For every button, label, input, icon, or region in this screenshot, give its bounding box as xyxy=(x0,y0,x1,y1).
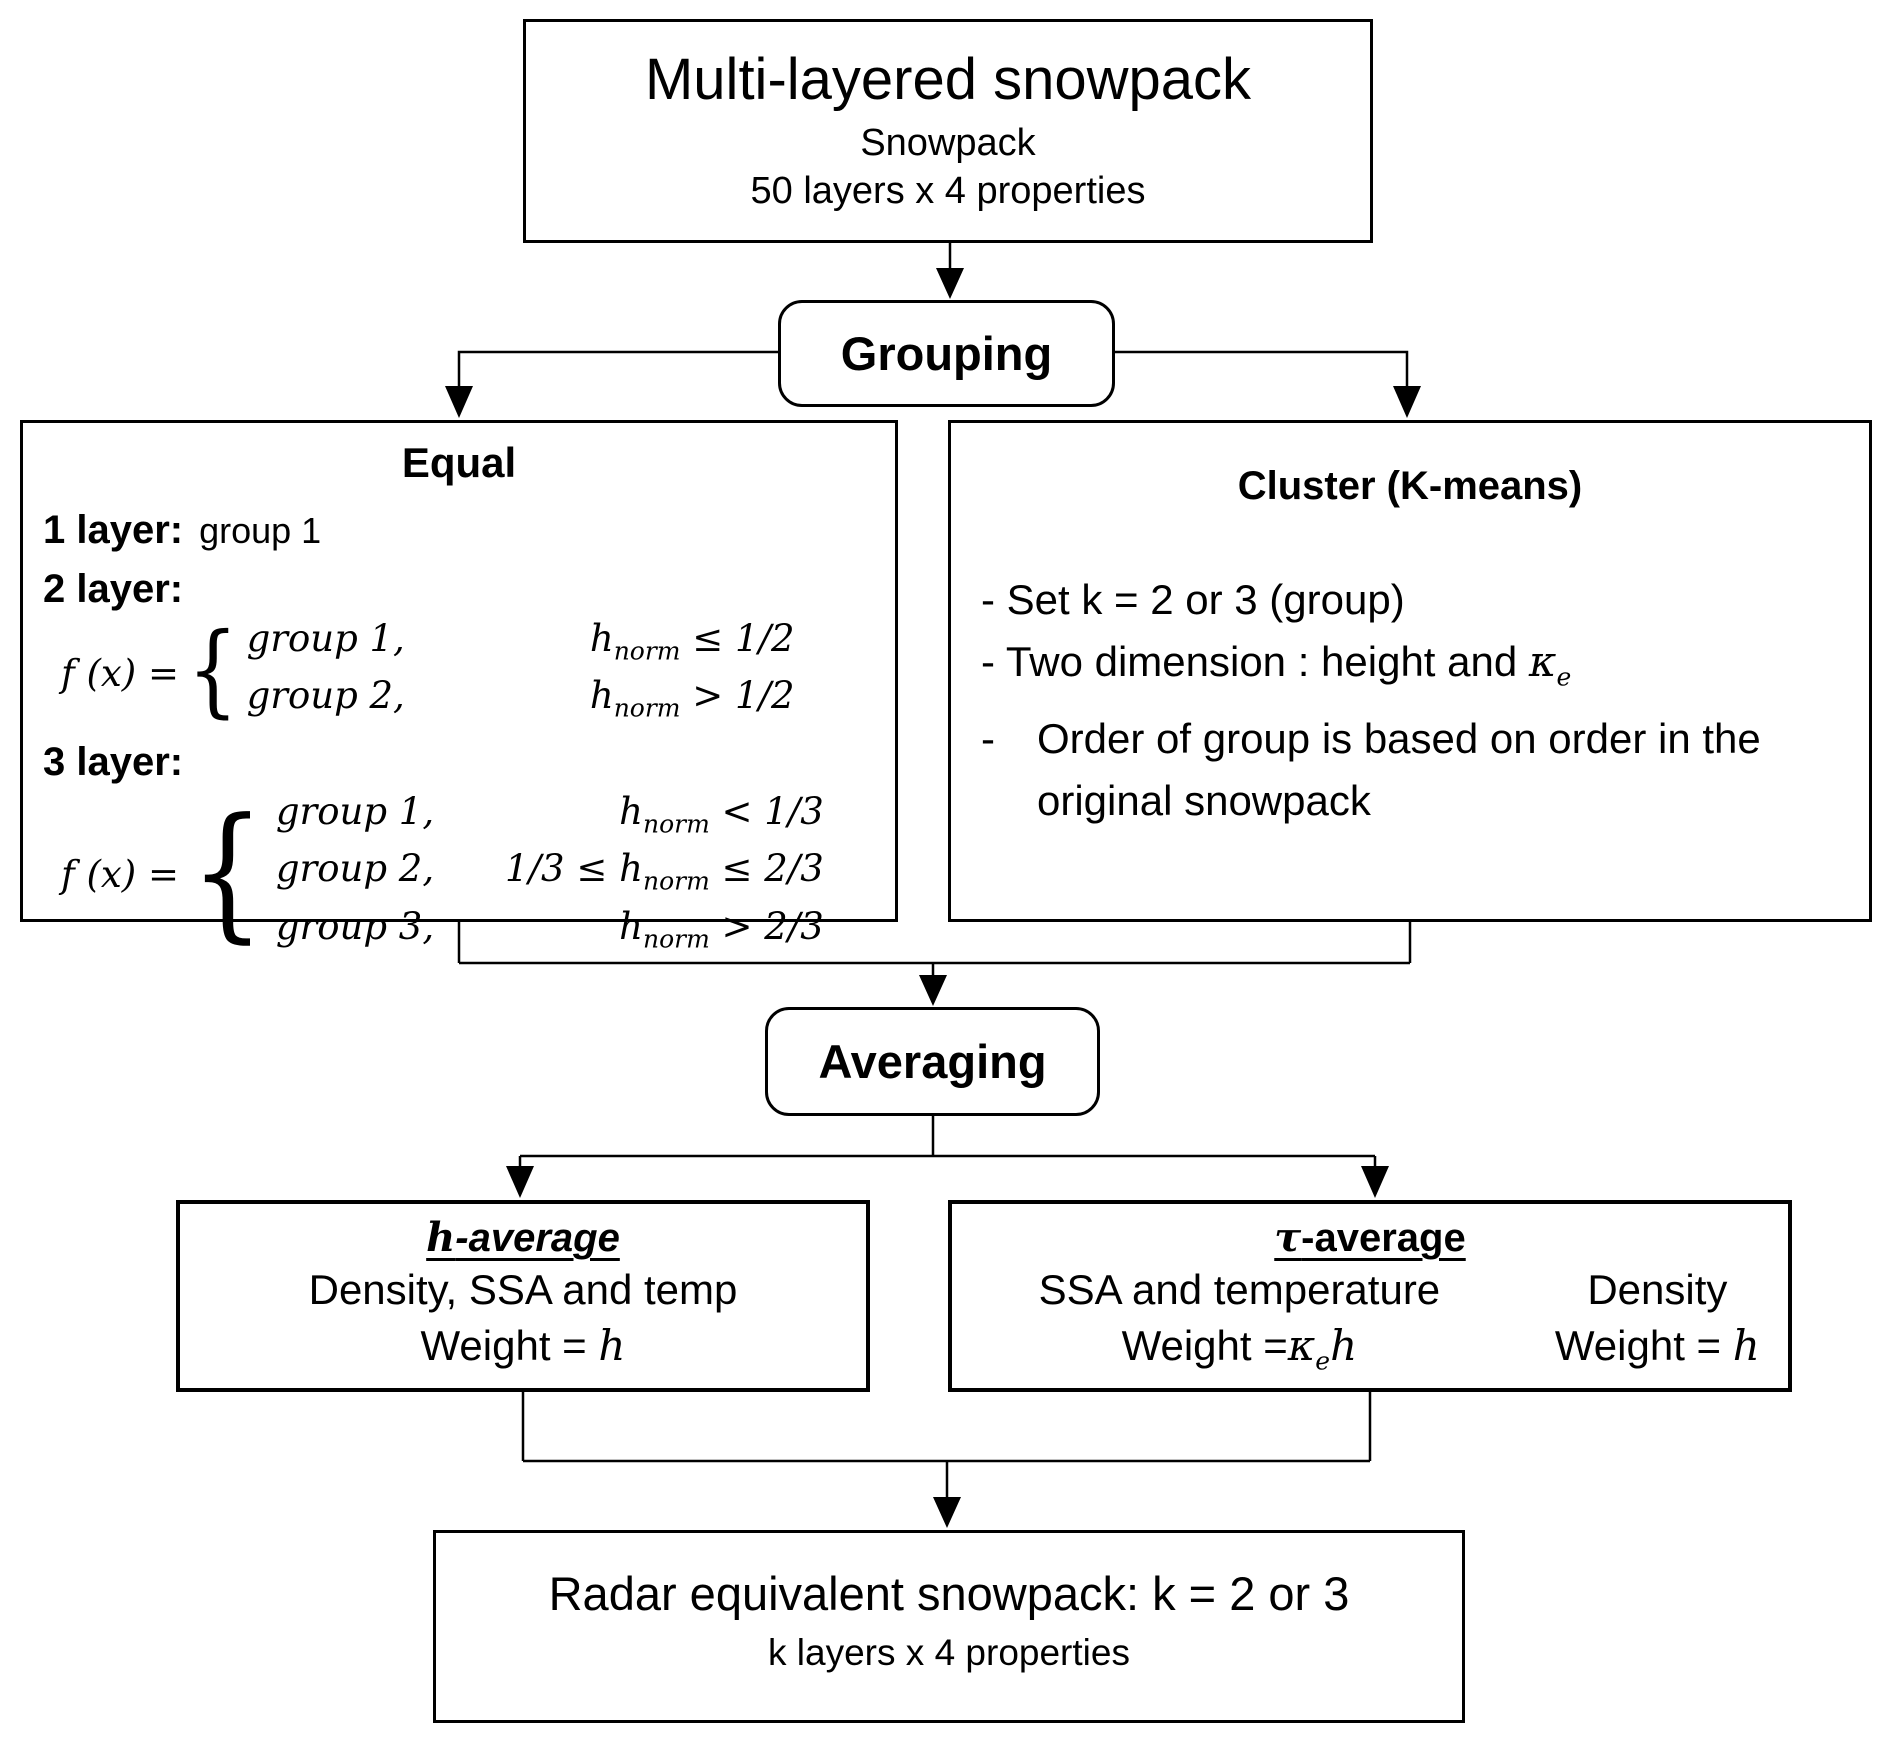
tau-col2-weight: Weight = h xyxy=(1554,1321,1760,1370)
case-group: group 1, xyxy=(246,617,405,660)
source-detail: 50 layers x 4 properties xyxy=(750,170,1146,212)
node-radar-equivalent-snowpack: Radar equivalent snowpack: k = 2 or 3 k … xyxy=(433,1530,1465,1723)
h-average-title: h-average xyxy=(426,1214,620,1261)
case-group: group 3, xyxy=(275,904,435,948)
result-subtitle: k layers x 4 properties xyxy=(768,1632,1130,1673)
equation-two-layer: f (x) = { group 1, hnorm ≤ 1/2 group 2, … xyxy=(61,616,895,731)
case-condition: hnorm > 1/2 xyxy=(589,674,795,723)
node-cluster-kmeans: Cluster (K-means) - Set k = 2 or 3 (grou… xyxy=(948,420,1872,922)
node-averaging: Averaging xyxy=(765,1007,1100,1116)
tau-col-ssa-temp: SSA and temperature Weight =κeh xyxy=(952,1262,1527,1389)
tau-col2-line1: Density xyxy=(1587,1266,1728,1313)
equal-title: Equal xyxy=(401,439,517,486)
node-h-average: h-average Density, SSA and temp Weight =… xyxy=(176,1200,870,1392)
connector-merge-to-averaging xyxy=(457,922,1412,1006)
three-layer-cases: group 1, hnorm < 1/3 group 2, 1/3 ≤ hnor… xyxy=(276,789,824,961)
connector-averaging-split xyxy=(506,1116,1389,1198)
connector-merge-to-result xyxy=(521,1392,1372,1528)
case-group: group 2, xyxy=(246,674,405,718)
node-grouping: Grouping xyxy=(778,300,1115,407)
cluster-bullet-3: - Order of group is based on order in th… xyxy=(981,708,1869,832)
case-group: group 2, xyxy=(275,847,435,891)
case-group: group 1, xyxy=(275,789,435,833)
tau-average-columns: SSA and temperature Weight =κeh Density … xyxy=(952,1262,1788,1389)
case-condition: 1/3 ≤ hnorm ≤ 2/3 xyxy=(505,847,824,896)
layer1-value: group 1 xyxy=(199,510,322,551)
cluster-bullet-2: - Two dimension : height and κe xyxy=(981,637,1572,692)
fx-label: f (x) = xyxy=(61,651,179,695)
case-condition: hnorm ≤ 1/2 xyxy=(589,617,795,666)
equal-layer3-row: 3 layer: xyxy=(43,739,895,785)
connector-source-to-grouping xyxy=(936,243,964,299)
tau-col-density: Density Weight = h xyxy=(1527,1262,1788,1389)
result-title: Radar equivalent snowpack: k = 2 or 3 xyxy=(548,1567,1350,1620)
brace-icon: { xyxy=(187,611,239,729)
equation-three-layer: f (x) = { group 1, hnorm < 1/3 group 2, … xyxy=(61,789,895,961)
layer1-label: 1 layer: xyxy=(43,508,184,552)
node-equal: Equal 1 layer: group 1 2 layer: f (x) = {… xyxy=(20,420,898,953)
bullet-text: Order of group is based on order in the … xyxy=(1037,715,1761,825)
grouping-label: Grouping xyxy=(840,327,1053,380)
tau-average-title: τ-average xyxy=(1274,1214,1466,1261)
connector-grouping-to-equal xyxy=(445,350,778,418)
case-condition: hnorm > 2/3 xyxy=(619,904,824,953)
cluster-bullet-1: - Set k = 2 or 3 (group) xyxy=(981,576,1405,623)
connector-grouping-to-cluster xyxy=(1115,350,1421,418)
tau-col1-line1: SSA and temperature xyxy=(1038,1266,1441,1313)
two-layer-cases: group 1, hnorm ≤ 1/2 group 2, hnorm > 1/… xyxy=(247,616,795,731)
layer3-label: 3 layer: xyxy=(43,739,184,784)
cluster-bullets: - Set k = 2 or 3 (group) - Two dimension… xyxy=(951,569,1869,832)
source-title: Multi-layered snowpack xyxy=(644,47,1252,112)
h-average-weight: Weight = h xyxy=(420,1321,626,1370)
node-multilayered-snowpack: Multi-layered snowpack Snowpack 50 layer… xyxy=(523,19,1373,243)
brace-icon: { xyxy=(190,786,265,957)
h-average-line1: Density, SSA and temp xyxy=(308,1266,738,1313)
equal-layer1-row: 1 layer: group 1 xyxy=(43,507,895,554)
source-subtitle: Snowpack xyxy=(860,122,1036,164)
fx-label: f (x) = xyxy=(61,853,179,897)
tau-col1-weight: Weight =κeh xyxy=(1121,1321,1358,1376)
cluster-title: Cluster (K-means) xyxy=(1237,464,1583,508)
case-condition: hnorm < 1/3 xyxy=(619,789,824,839)
layer2-label: 2 layer: xyxy=(43,567,184,611)
kappa-symbol: κ xyxy=(1528,637,1557,686)
bullet-dash: - xyxy=(981,715,995,763)
node-tau-average: τ-average SSA and temperature Weight =κe… xyxy=(948,1200,1792,1392)
equal-layer2-row: 2 layer: xyxy=(43,566,895,612)
averaging-label: Averaging xyxy=(818,1035,1047,1088)
